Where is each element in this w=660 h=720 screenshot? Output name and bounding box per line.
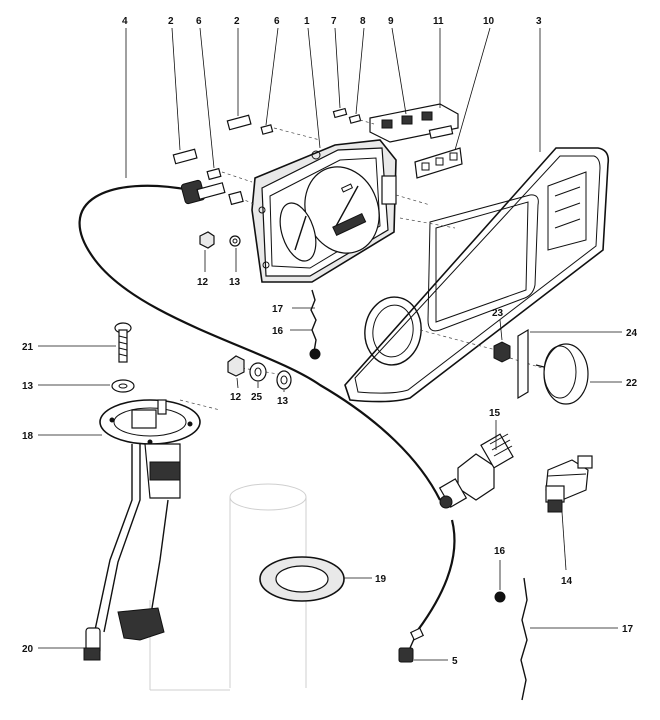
warning-light-housing	[369, 103, 459, 143]
label-8: 8	[360, 16, 366, 27]
instrument-cluster-housing	[251, 139, 397, 283]
label-6-left: 6	[196, 16, 202, 27]
label-12-upper: 12	[197, 277, 209, 288]
temperature-sender	[438, 433, 514, 509]
connector-pins	[172, 107, 362, 181]
label-3: 3	[536, 16, 542, 27]
knob-and-clip	[517, 328, 589, 405]
label-17-upper: 17	[272, 304, 284, 315]
bezel-nut	[493, 341, 511, 363]
hardware-row	[227, 355, 292, 390]
label-6-right: 6	[274, 16, 280, 27]
cluster-bulb-wire	[309, 289, 321, 360]
label-12-lower: 12	[230, 392, 242, 403]
label-16-lower: 16	[494, 546, 506, 557]
fuel-tank-ghost-outline	[149, 483, 307, 691]
leader-lines	[38, 27, 622, 661]
label-13-left: 13	[22, 381, 34, 392]
label-22: 22	[626, 378, 638, 389]
bulb-and-wire-lower	[494, 577, 528, 701]
label-17-lower: 17	[622, 624, 634, 635]
label-23: 23	[492, 308, 504, 319]
label-10: 10	[483, 16, 495, 27]
speedometer-cable	[78, 179, 456, 631]
label-16-upper: 16	[272, 326, 284, 337]
label-11: 11	[433, 16, 444, 27]
label-2-right: 2	[234, 16, 240, 27]
label-7: 7	[331, 16, 337, 27]
label-5: 5	[452, 656, 458, 667]
sender-gasket	[259, 556, 345, 602]
oil-pressure-switch	[545, 455, 593, 513]
label-21: 21	[22, 342, 34, 353]
label-13-upper: 13	[229, 277, 241, 288]
label-1: 1	[304, 16, 310, 27]
label-20: 20	[22, 644, 34, 655]
label-24: 24	[626, 328, 638, 339]
instrument-bezel-panel	[344, 147, 610, 403]
label-9: 9	[388, 16, 394, 27]
label-14: 14	[561, 576, 573, 587]
mounting-screw	[114, 322, 132, 363]
label-2-left: 2	[168, 16, 174, 27]
label-13-lower: 13	[277, 396, 289, 407]
fuel-level-sender	[83, 399, 201, 661]
label-15: 15	[489, 408, 501, 419]
label-19: 19	[375, 574, 387, 585]
label-18: 18	[22, 431, 34, 442]
cluster-nut-washer	[199, 231, 241, 249]
label-4: 4	[122, 16, 128, 27]
part-number-labels: 4 2 6 2 6 1 7 8 9 11 10 3 12 13 17 16 23…	[22, 16, 638, 667]
washer-left	[111, 379, 135, 393]
indicator-lens-strip	[414, 147, 463, 179]
cable-end-fitting	[398, 627, 425, 663]
label-25: 25	[251, 392, 263, 403]
